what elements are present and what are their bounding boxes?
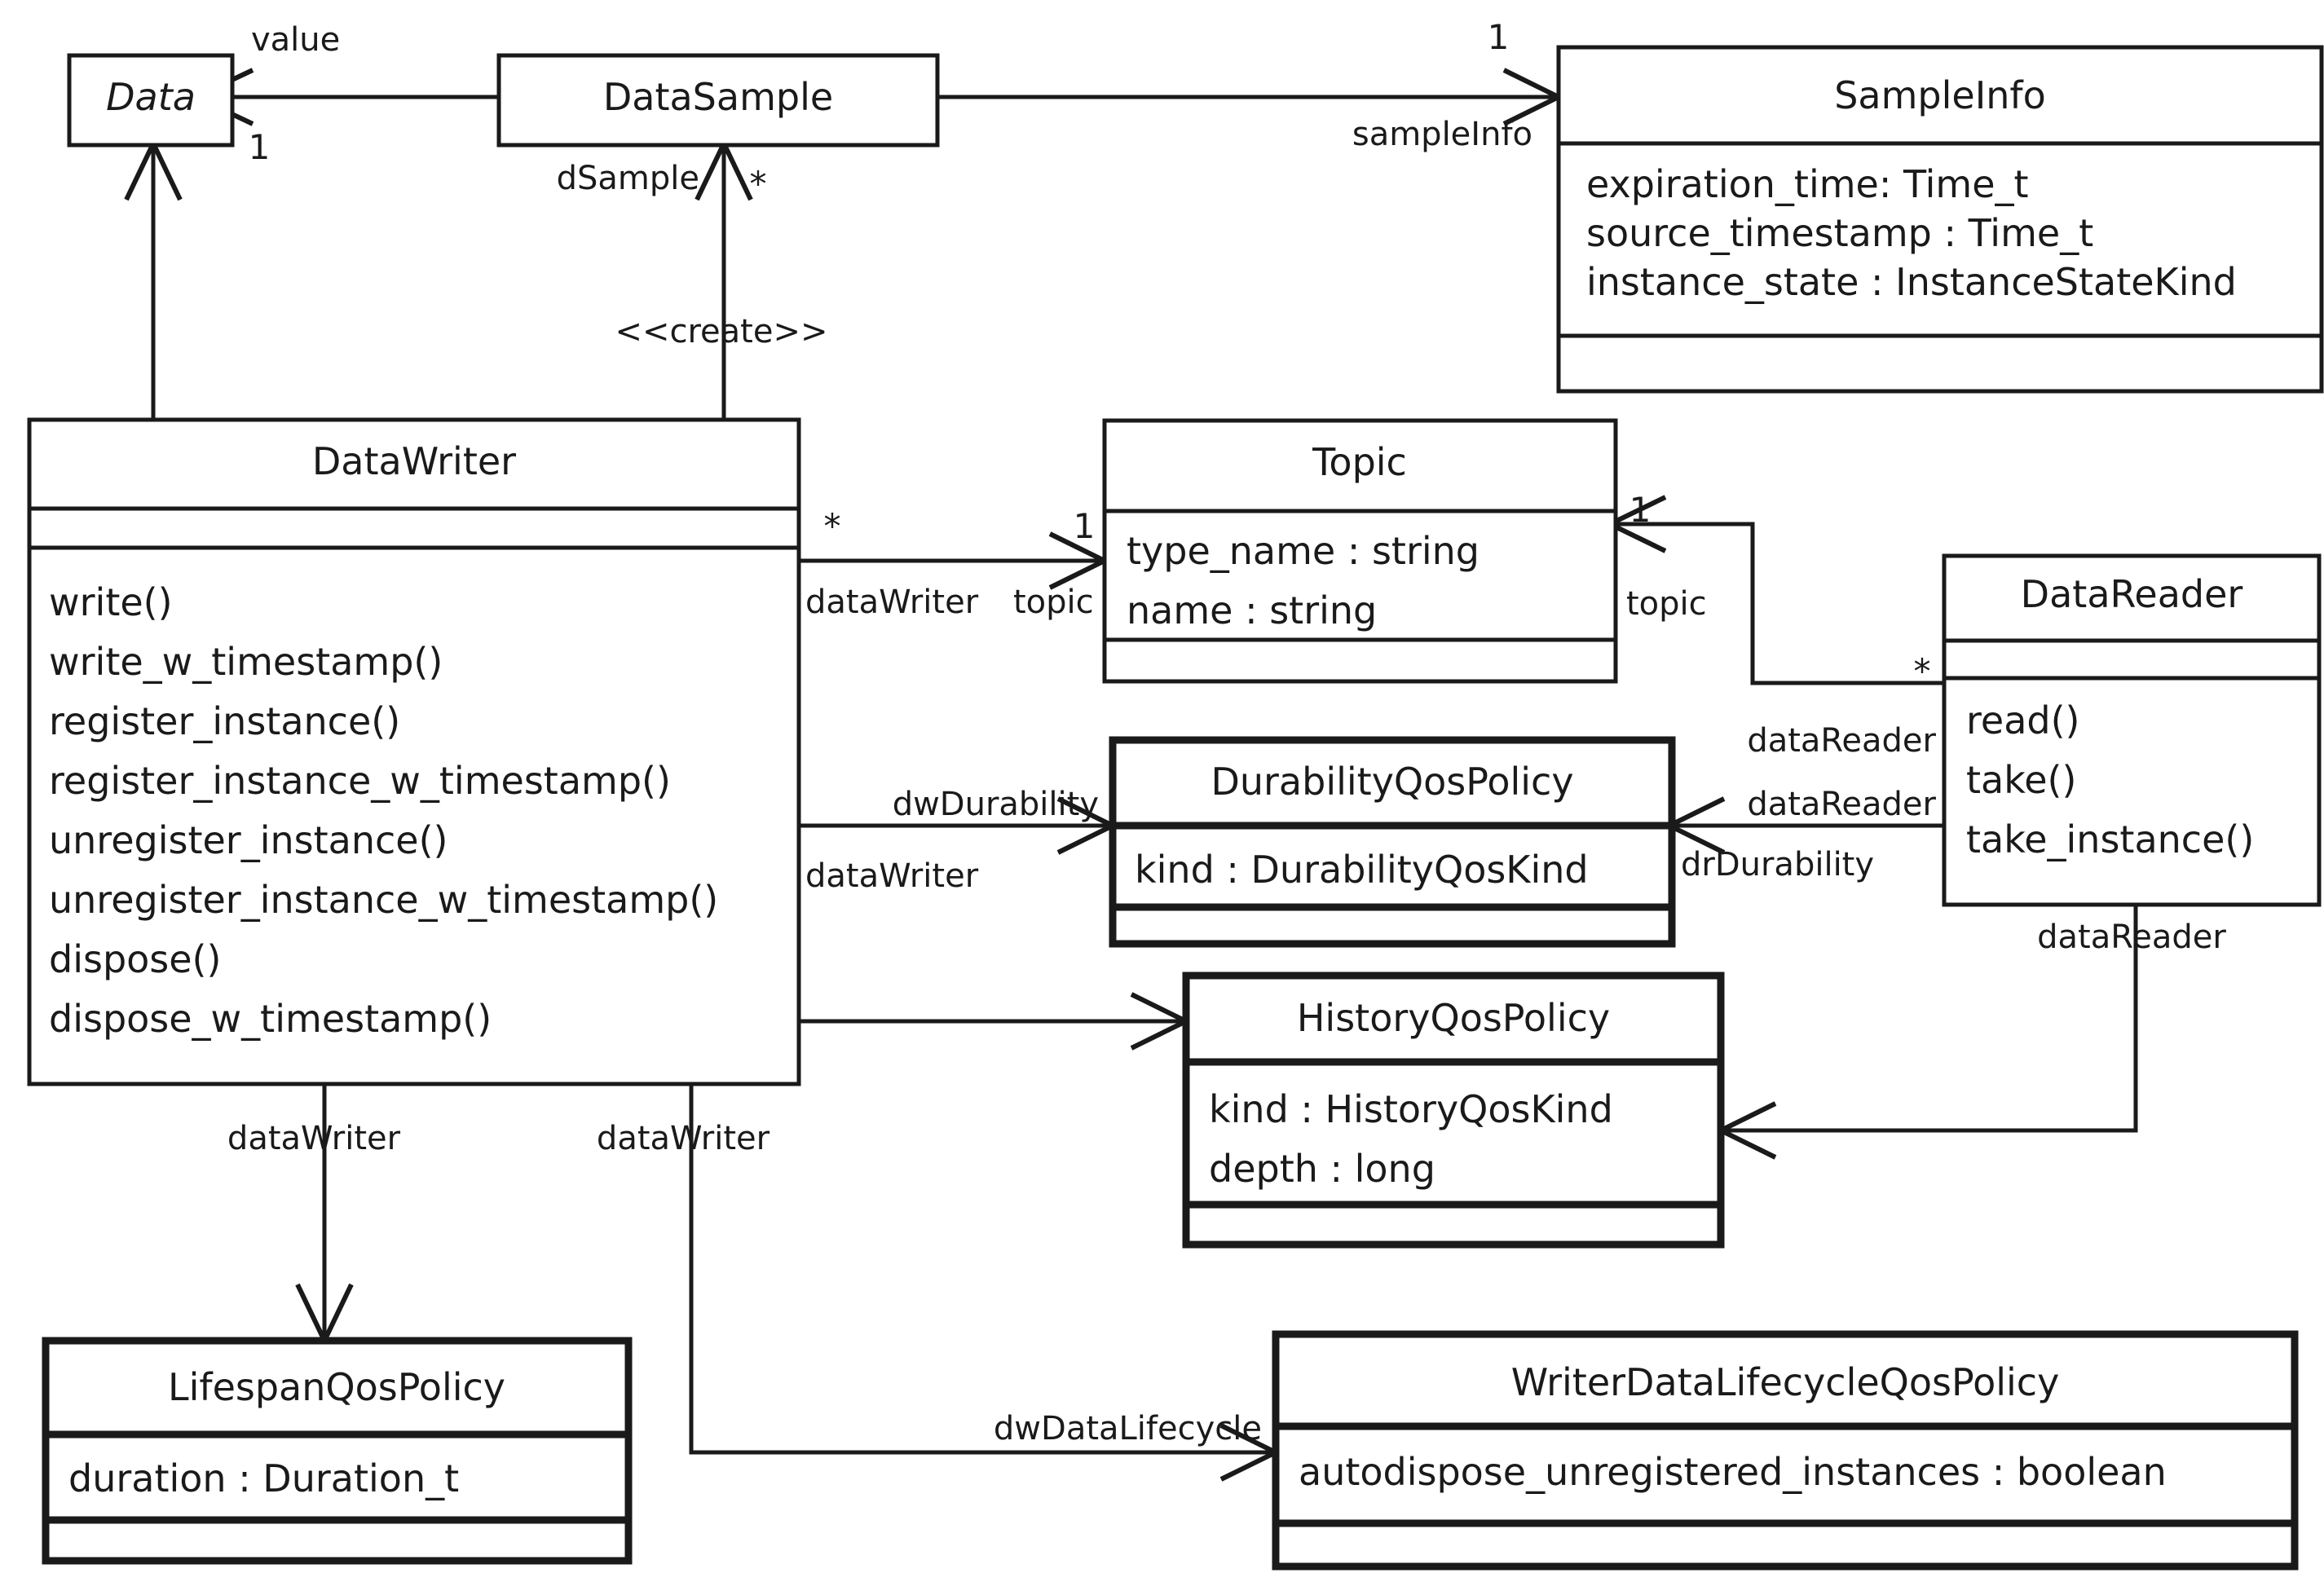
class-attribute: kind : DurabilityQosKind (1135, 848, 1589, 892)
class-box-topic[interactable]: Topic type_name : string name : string (1102, 418, 1618, 684)
class-title-datareader: DataReader (2021, 572, 2243, 616)
class-title-datasample: DataSample (603, 75, 833, 119)
edge-role-datareader-history: dataReader (2037, 919, 2226, 956)
edge-multiplicity-dsample: * (750, 164, 767, 204)
class-box-durabilityqospolicy[interactable]: DurabilityQosPolicy kind : DurabilityQos… (1109, 736, 1676, 948)
class-attribute: source_timestamp : Time_t (1586, 211, 2093, 255)
edge-role-dsample: dSample (557, 160, 699, 197)
edge-multiplicity-datareader-topic-target: 1 (1629, 490, 1651, 530)
class-operation: register_instance_w_timestamp() (49, 759, 671, 803)
class-operation: dispose_w_timestamp() (49, 997, 492, 1041)
class-box-historyqospolicy[interactable]: HistoryQosPolicy kind : HistoryQosKind d… (1182, 972, 1725, 1249)
connector-datawriter-to-data (124, 138, 183, 420)
edge-role-datawriter-topic-target: topic (1013, 584, 1094, 621)
class-box-writerdatalifecycleqospolicy[interactable]: WriterDataLifecycleQosPolicy autodispose… (1272, 1330, 2299, 1571)
class-operation: take_instance() (1966, 817, 2254, 861)
class-operation: unregister_instance_w_timestamp() (49, 878, 718, 922)
edge-role-sampleinfo: sampleInfo (1352, 116, 1532, 153)
edge-multiplicity-value: 1 (249, 127, 271, 167)
class-title-topic: Topic (1312, 440, 1407, 484)
edge-role-drdurability: drDurability (1681, 846, 1874, 883)
class-attribute: kind : HistoryQosKind (1209, 1087, 1613, 1131)
edge-role-dwdatalifecycle: dwDataLifecycle (994, 1410, 1262, 1447)
edge-role-datawriter-lifespan: dataWriter (227, 1120, 401, 1157)
edge-multiplicity-datawriter-topic-target: 1 (1074, 506, 1096, 546)
class-attribute: instance_state : InstanceStateKind (1586, 260, 2237, 304)
class-operation: take() (1966, 758, 2076, 802)
class-box-datasample[interactable]: DataSample (496, 53, 940, 148)
class-box-datareader[interactable]: DataReader read() take() take_instance() (1942, 553, 2322, 907)
class-box-sampleinfo[interactable]: SampleInfo expiration_time: Time_t sourc… (1556, 45, 2324, 394)
class-title-historyqospolicy: HistoryQosPolicy (1297, 996, 1610, 1040)
edge-multiplicity-datareader-topic-source: * (1914, 651, 1931, 691)
edge-stereotype-create: <<create>> (615, 313, 827, 350)
class-title-sampleinfo: SampleInfo (1834, 73, 2046, 117)
connector-datawriter-to-topic (799, 531, 1110, 590)
edge-role-dwdurability: dwDurability (893, 786, 1099, 823)
connector-datawriter-creates-datasample (695, 138, 753, 420)
class-attribute: autodispose_unregistered_instances : boo… (1299, 1450, 2167, 1494)
class-title-datawriter: DataWriter (312, 439, 516, 483)
class-operation: unregister_instance() (49, 818, 448, 862)
connector-datawriter-to-history (799, 992, 1192, 1051)
edge-multiplicity-sampleinfo: 1 (1488, 17, 1510, 57)
edge-role-value: value (251, 21, 340, 59)
edge-role-datareader-topic-target: topic (1626, 585, 1707, 623)
class-operation: read() (1966, 698, 2079, 742)
class-attribute: name : string (1127, 588, 1377, 632)
class-operation: write_w_timestamp() (49, 640, 443, 684)
class-title-lifespanqospolicy: LifespanQosPolicy (168, 1365, 505, 1409)
edge-role-datawriter-topic-source: dataWriter (805, 584, 979, 621)
connector-datasample-to-data (189, 68, 499, 126)
class-box-lifespanqospolicy[interactable]: LifespanQosPolicy duration : Duration_t (42, 1337, 633, 1565)
class-attribute: duration : Duration_t (68, 1456, 459, 1500)
class-box-data[interactable]: Data (67, 53, 235, 148)
edge-role-datareader-durability: dataReader (1747, 786, 1936, 823)
edge-role-datawriter-durability: dataWriter (805, 857, 979, 895)
class-operation: register_instance() (49, 699, 400, 743)
edge-role-datawriter-lifecycle: dataWriter (597, 1120, 770, 1157)
class-box-datawriter[interactable]: DataWriter write() write_w_timestamp() r… (27, 417, 801, 1086)
class-title-writerdatalifecycleqospolicy: WriterDataLifecycleQosPolicy (1511, 1360, 2060, 1404)
class-title-durabilityqospolicy: DurabilityQosPolicy (1211, 760, 1573, 804)
class-operation: dispose() (49, 937, 221, 981)
edge-multiplicity-datawriter-topic-source: * (824, 506, 841, 546)
class-title-data: Data (106, 75, 196, 119)
edge-role-datareader-topic-source: dataReader (1747, 722, 1936, 760)
class-attribute: type_name : string (1127, 529, 1480, 573)
class-operation: write() (49, 580, 173, 624)
class-attribute: expiration_time: Time_t (1586, 162, 2029, 206)
class-attribute: depth : long (1209, 1147, 1435, 1191)
